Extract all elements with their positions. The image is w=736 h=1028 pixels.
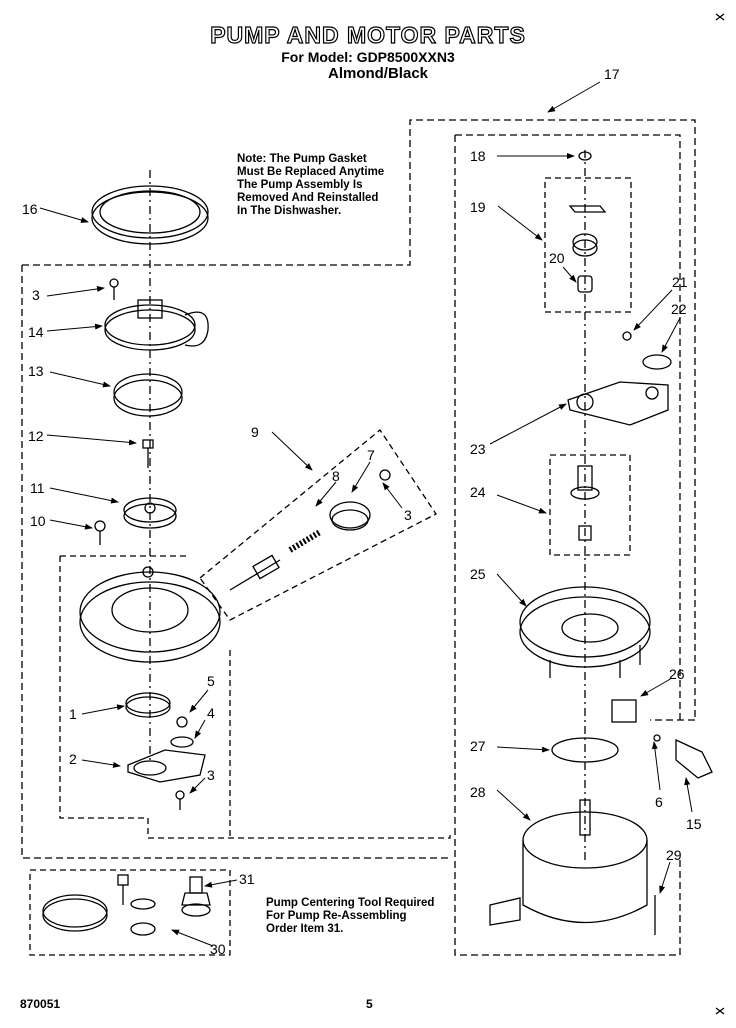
callout-10: 10 — [30, 513, 46, 529]
callout-3: 3 — [32, 287, 40, 303]
document-code: 870051 — [20, 997, 61, 1011]
check-valve-assembly — [229, 469, 391, 591]
gasket-note: Note: The Pump Gasket Must Be Replaced A… — [237, 153, 385, 217]
grommet-22 — [642, 354, 672, 370]
callout-4: 4 — [207, 705, 215, 721]
pump-assembly-boundary — [21, 265, 450, 859]
screw-3-lower — [175, 790, 185, 810]
callout-19: 19 — [470, 199, 486, 215]
impeller — [123, 497, 177, 529]
clip-26 — [611, 699, 637, 723]
seal-ring — [113, 373, 183, 417]
page-title: PUMP AND MOTOR PARTS — [210, 21, 526, 48]
callout-26: 26 — [669, 666, 685, 682]
switch-15 — [653, 734, 713, 779]
callout-20: 20 — [549, 250, 565, 266]
callout-24: 24 — [470, 484, 486, 500]
callout-14: 14 — [28, 324, 44, 340]
tool-note: Pump Centering Tool Required For Pump Re… — [266, 897, 435, 935]
item-19-box — [544, 177, 632, 313]
spring-assembly-19 — [568, 205, 607, 257]
callout-25: 25 — [470, 566, 486, 582]
callout-6: 6 — [655, 794, 663, 810]
callout-29: 29 — [666, 847, 682, 863]
callout-1: 1 — [69, 706, 77, 722]
nut-18 — [578, 151, 592, 161]
filter-screen — [125, 692, 171, 718]
callout-30: 30 — [210, 941, 226, 957]
screw-3-upper — [109, 278, 119, 300]
callout-28: 28 — [470, 784, 486, 800]
screw-10 — [94, 520, 106, 545]
motor-28 — [489, 799, 648, 926]
callout-8: 8 — [332, 468, 340, 484]
callout-5: 5 — [207, 673, 215, 689]
callout-21: 21 — [672, 274, 688, 290]
pump-housing — [79, 566, 221, 663]
color-line: Almond/Black — [327, 65, 429, 82]
washer-27 — [551, 737, 619, 763]
shaft-coupling-24 — [570, 465, 600, 541]
callout-15: 15 — [686, 816, 702, 832]
callout-11: 11 — [30, 480, 45, 496]
kit-box — [29, 869, 231, 956]
callout-23: 23 — [470, 441, 486, 457]
callout-13: 13 — [28, 363, 44, 379]
pump-assembly-boundary — [22, 119, 696, 721]
callout-9: 9 — [251, 424, 259, 440]
screw-21 — [622, 331, 632, 341]
pump-gasket — [91, 185, 209, 245]
o-ring — [170, 736, 194, 748]
motor-assembly-boundary — [454, 134, 681, 956]
callout-16: 16 — [22, 201, 38, 217]
page-number: 5 — [366, 997, 373, 1011]
callout-7: 7 — [367, 447, 375, 463]
callout-17: 17 — [604, 66, 620, 82]
callout-27: 27 — [470, 738, 486, 754]
centering-tool-31 — [181, 876, 211, 917]
pump-cover — [104, 299, 209, 351]
lower-pump-box — [59, 555, 451, 839]
callout-2: 2 — [69, 751, 77, 767]
callout-22: 22 — [671, 301, 687, 317]
screw-12 — [142, 439, 154, 468]
item-9-box — [199, 429, 437, 621]
corner-mark — [715, 13, 725, 21]
callout-12: 12 — [28, 428, 44, 444]
callout-18: 18 — [470, 148, 486, 164]
mounting-plate-23 — [567, 381, 669, 426]
callout-3: 3 — [207, 767, 215, 783]
ball — [176, 716, 188, 728]
item-24-box — [549, 454, 631, 556]
gasket-kit — [42, 874, 156, 936]
callout-3: 3 — [404, 507, 412, 523]
callout-31: 31 — [239, 871, 255, 887]
bushing-20 — [577, 275, 593, 293]
model-line: For Model: GDP8500XXN3 — [281, 49, 455, 65]
motor-mount-25 — [519, 586, 651, 678]
corner-mark — [715, 1007, 725, 1015]
pump-bracket — [127, 749, 206, 783]
